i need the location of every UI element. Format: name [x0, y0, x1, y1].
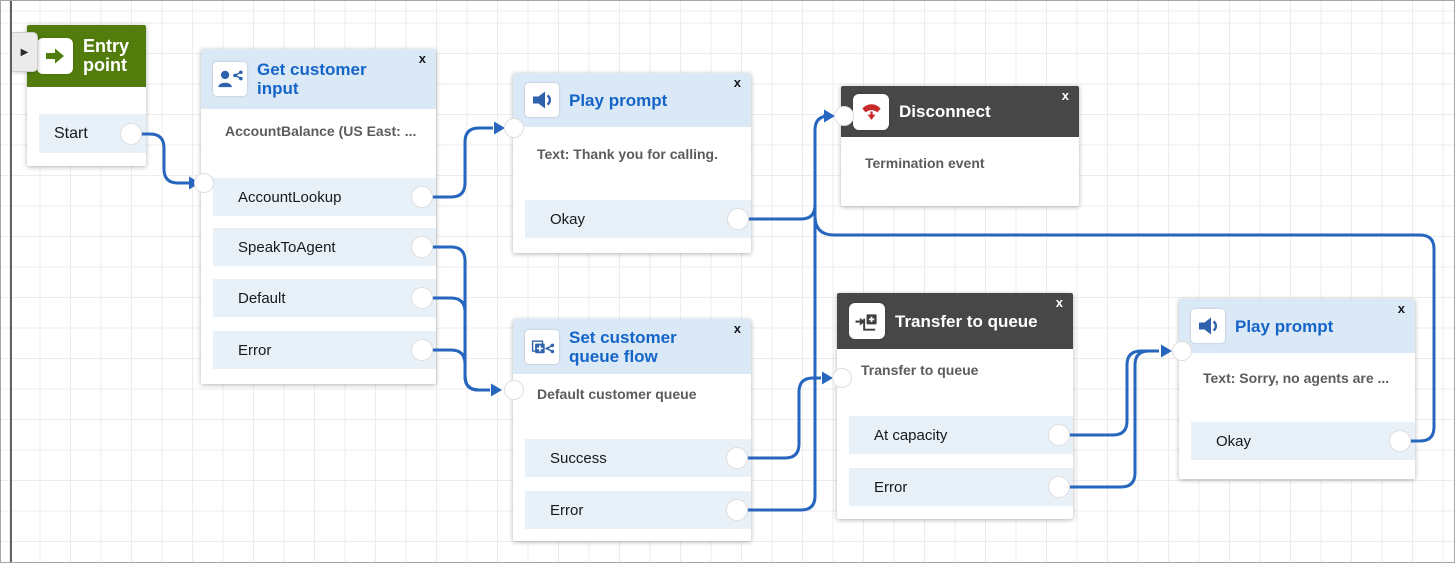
expand-arrow-icon: ▶: [20, 46, 29, 58]
input-connector[interactable]: [1172, 341, 1192, 361]
node-parameter: Default customer queue: [537, 386, 697, 402]
output-connector[interactable]: [120, 123, 142, 145]
output-row-at-capacity[interactable]: At capacity: [849, 416, 1073, 454]
output-label: At capacity: [874, 426, 948, 444]
arrowhead: [494, 121, 505, 135]
node-play-prompt-1[interactable]: Play prompt x Text: Thank you for callin…: [513, 73, 751, 253]
connection-at-capacity-to-play-prompt-2: [1059, 349, 1159, 437]
output-row-error[interactable]: Error: [849, 468, 1073, 506]
output-connector[interactable]: [1389, 430, 1411, 452]
input-connector[interactable]: [504, 118, 524, 138]
output-connector[interactable]: [411, 186, 433, 208]
output-row-okay[interactable]: Okay: [525, 200, 751, 238]
node-title: Transfer to queue: [895, 311, 1038, 331]
entry-point-icon: [37, 38, 73, 74]
node-header: Play prompt x: [1179, 299, 1415, 353]
close-icon[interactable]: x: [733, 75, 741, 90]
close-icon[interactable]: x: [1055, 295, 1063, 310]
get-customer-input-icon: [213, 62, 247, 96]
output-label: Default: [238, 289, 286, 307]
disconnect-icon: [853, 93, 889, 130]
output-label: AccountLookup: [238, 188, 342, 206]
input-connector[interactable]: [834, 106, 854, 126]
output-label: Start: [54, 124, 88, 142]
node-parameter: Transfer to queue: [861, 362, 979, 378]
output-connector[interactable]: [726, 499, 748, 521]
output-row-okay[interactable]: Okay: [1191, 422, 1415, 460]
connection-transfer-error-to-play-prompt-2: [1059, 349, 1159, 489]
output-connector[interactable]: [411, 236, 433, 258]
play-prompt-icon: [525, 83, 559, 117]
output-row-error[interactable]: Error: [213, 331, 436, 369]
transfer-to-queue-icon: [849, 303, 885, 339]
collapsed-panel-edge: [10, 1, 12, 562]
output-row-success[interactable]: Success: [525, 439, 751, 477]
output-label: Error: [550, 501, 584, 519]
output-connector[interactable]: [411, 287, 433, 309]
input-connector[interactable]: [504, 380, 524, 400]
play-prompt-icon: [1191, 309, 1225, 343]
node-parameter: AccountBalance (US East: ...: [225, 123, 417, 139]
output-row-speaktoagent[interactable]: SpeakToAgent: [213, 228, 436, 266]
close-icon[interactable]: x: [418, 51, 426, 66]
node-header: Disconnect x: [841, 86, 1079, 137]
node-disconnect[interactable]: Disconnect x Termination event: [841, 86, 1079, 206]
close-icon[interactable]: x: [1397, 301, 1405, 316]
arrowhead: [822, 371, 833, 385]
output-label: Okay: [550, 210, 586, 228]
output-connector[interactable]: [727, 208, 749, 230]
node-header: Get customer input x: [201, 49, 436, 109]
set-customer-queue-flow-icon: [525, 329, 559, 364]
output-label: Okay: [1216, 432, 1252, 450]
node-header: Set customer queue flow x: [513, 319, 751, 374]
node-header: Entry point: [27, 25, 146, 87]
output-connector[interactable]: [726, 447, 748, 469]
node-title: Entry point: [83, 36, 130, 75]
node-header: Transfer to queue x: [837, 293, 1073, 349]
node-get-customer-input[interactable]: Get customer input x AccountBalance (US …: [201, 49, 436, 384]
output-label: SpeakToAgent: [238, 238, 336, 256]
arrowhead: [1161, 344, 1172, 358]
arrowhead: [491, 383, 502, 397]
node-entry-point[interactable]: Entry point Start: [27, 25, 146, 166]
input-connector[interactable]: [194, 173, 214, 193]
node-set-customer-queue-flow[interactable]: Set customer queue flow x Default custom…: [513, 319, 751, 541]
arrowhead: [824, 109, 835, 123]
close-icon[interactable]: x: [733, 321, 741, 336]
node-parameter: Termination event: [865, 155, 985, 171]
node-title: Set customer queue flow: [569, 327, 677, 366]
node-title: Play prompt: [569, 90, 668, 110]
node-title: Play prompt: [1235, 316, 1334, 336]
output-label: Error: [874, 478, 908, 496]
node-play-prompt-2[interactable]: Play prompt x Text: Sorry, no agents are…: [1179, 299, 1415, 479]
input-connector[interactable]: [832, 368, 852, 388]
close-icon[interactable]: x: [1061, 88, 1069, 103]
node-title: Disconnect: [899, 102, 991, 121]
node-parameter: Text: Thank you for calling.: [537, 146, 718, 162]
output-label: Error: [238, 341, 272, 359]
output-connector[interactable]: [1048, 424, 1070, 446]
node-transfer-to-queue[interactable]: Transfer to queue x Transfer to queue At…: [837, 293, 1073, 519]
node-parameter: Text: Sorry, no agents are ...: [1203, 370, 1390, 386]
output-connector[interactable]: [411, 339, 433, 361]
expand-panel-button[interactable]: ▶: [12, 32, 38, 72]
output-row-accountlookup[interactable]: AccountLookup: [213, 178, 436, 216]
output-connector[interactable]: [1048, 476, 1070, 498]
output-label: Success: [550, 449, 607, 467]
node-title: Get customer input: [257, 60, 367, 98]
output-row-error[interactable]: Error: [525, 491, 751, 529]
node-header: Play prompt x: [513, 73, 751, 127]
output-row-default[interactable]: Default: [213, 279, 436, 317]
